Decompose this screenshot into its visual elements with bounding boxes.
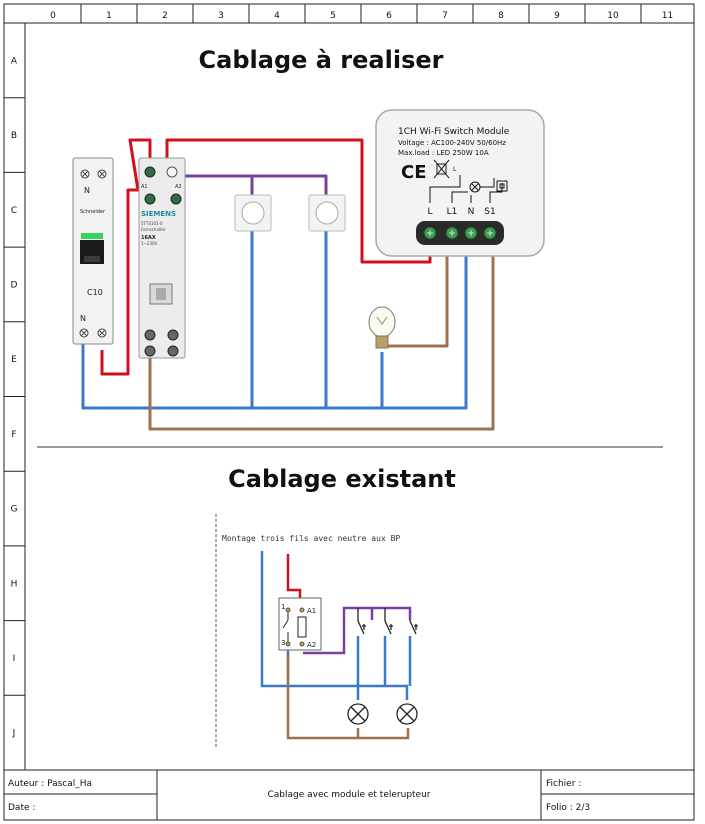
impulse-relay: A1 A2 SIEMENS 5TT4101-0 Fernschalter 16A… [138, 157, 186, 359]
footer-file: Fichier : [546, 779, 581, 789]
footer-center: Cablage avec module et telerupteur [267, 790, 430, 800]
relay-terminal-bottom-left [144, 329, 156, 341]
module-voltage: Voltage : AC100-240V 50/60Hz [398, 139, 506, 147]
relay-terminal-top-left [144, 166, 156, 178]
sheet-border [3, 3, 695, 821]
row-label: C [11, 206, 17, 216]
relay-terminal-a2 [170, 193, 182, 205]
wifi-switch-module: 1CH Wi-Fi Switch Module Voltage : AC100-… [375, 109, 545, 257]
title-block: Auteur : Pascal_Ha Date : Cablage avec m… [4, 769, 694, 820]
breaker-brand: Schneider [80, 209, 106, 215]
column-label: 4 [274, 11, 280, 21]
column-label: 8 [498, 11, 504, 21]
row-label: D [11, 280, 18, 290]
relay-terminal-bottom-right2 [167, 345, 179, 357]
existing-wire-return [286, 654, 410, 740]
push-button-2[interactable] [308, 194, 346, 232]
module-l-label: L [453, 166, 457, 173]
column-label: 6 [386, 11, 392, 21]
module-terminal-label: S1 [484, 207, 495, 217]
module-terminal-slot [468, 230, 474, 236]
relay-terminal-bottom-left2 [144, 345, 156, 357]
column-label: 2 [162, 11, 168, 21]
column-label: 3 [218, 11, 224, 21]
row-label: A [11, 56, 18, 66]
relay-amps: 16AX [141, 235, 156, 241]
existing-relay-contact [282, 612, 289, 642]
breaker-rating: C10 [87, 288, 103, 297]
relay-terminal-a1 [144, 193, 156, 205]
relay-coil: 1~230V [141, 241, 158, 246]
relay-label-a1: A1 [141, 184, 148, 190]
existing-caption: Montage trois fils avec neutre aux BP [222, 534, 400, 543]
footer-author: Auteur : Pascal_Ha [8, 779, 92, 789]
existing-label-a2: A2 [307, 641, 316, 649]
existing-wire-control [303, 606, 412, 655]
module-title: 1CH Wi-Fi Switch Module [398, 127, 510, 137]
row-label: G [11, 505, 18, 515]
relay-terminal-bottom-right [167, 329, 179, 341]
lamp-bulb [368, 306, 396, 338]
relay-body [138, 157, 186, 359]
push-button-1[interactable] [234, 194, 272, 232]
module-terminal-label: L [427, 207, 432, 217]
module-terminal-block [416, 221, 504, 245]
circuit-breaker: N Schneider C10 N [72, 157, 114, 345]
relay-brand: SIEMENS [141, 210, 176, 218]
row-label: F [11, 430, 16, 440]
column-label: 10 [607, 11, 619, 21]
push-button-1-cap [241, 201, 265, 225]
module-terminal-label: N [468, 207, 475, 217]
module-terminal-slot [427, 230, 433, 236]
relay-label-a2: A2 [175, 184, 182, 190]
module-circuit-symbol [429, 175, 508, 203]
module-terminal-slot [487, 230, 493, 236]
wire-return [148, 232, 495, 431]
row-label: I [13, 654, 16, 664]
existing-relay-coil [297, 616, 307, 638]
column-label: 5 [330, 11, 336, 21]
column-label: 1 [106, 11, 112, 21]
module-maxload: Max.load : LED 250W 10A [398, 149, 489, 157]
relay-terminal-top-right [166, 166, 178, 178]
weee-bin-icon [433, 159, 450, 179]
push-button-2-cap [315, 201, 339, 225]
footer-date: Date : [8, 803, 35, 813]
row-label: E [11, 355, 17, 365]
row-label: J [12, 729, 16, 739]
breaker-neutral-top: N [84, 186, 90, 195]
row-label: B [11, 131, 17, 141]
row-label: H [11, 579, 18, 589]
title-bottom: Cablage existant [228, 465, 456, 493]
module-terminal-label: L1 [447, 207, 458, 217]
existing-label-a1: A1 [307, 607, 316, 615]
footer-folio: Folio : 2/3 [546, 803, 590, 813]
breaker-neutral-bottom: N [80, 314, 86, 323]
column-label: 9 [554, 11, 560, 21]
module-ce-mark: CE [401, 162, 427, 183]
breaker-green-window [81, 233, 103, 239]
existing-schematic: Montage trois fils avec neutre aux BP 1 … [215, 514, 418, 748]
relay-type: Fernschalter [141, 227, 166, 232]
lamp-base [375, 335, 389, 349]
existing-lamp-2 [396, 703, 418, 725]
lamp [368, 306, 396, 349]
column-label: 7 [442, 11, 448, 21]
existing-label-1: 1 [281, 603, 285, 611]
column-label: 11 [662, 11, 673, 21]
relay-model: 5TT4101-0 [141, 221, 163, 226]
column-label: 0 [50, 11, 56, 21]
title-top: Cablage à realiser [199, 46, 444, 74]
existing-lamp-1 [347, 703, 369, 725]
existing-label-3: 3 [281, 639, 285, 647]
module-terminal-slot [449, 230, 455, 236]
